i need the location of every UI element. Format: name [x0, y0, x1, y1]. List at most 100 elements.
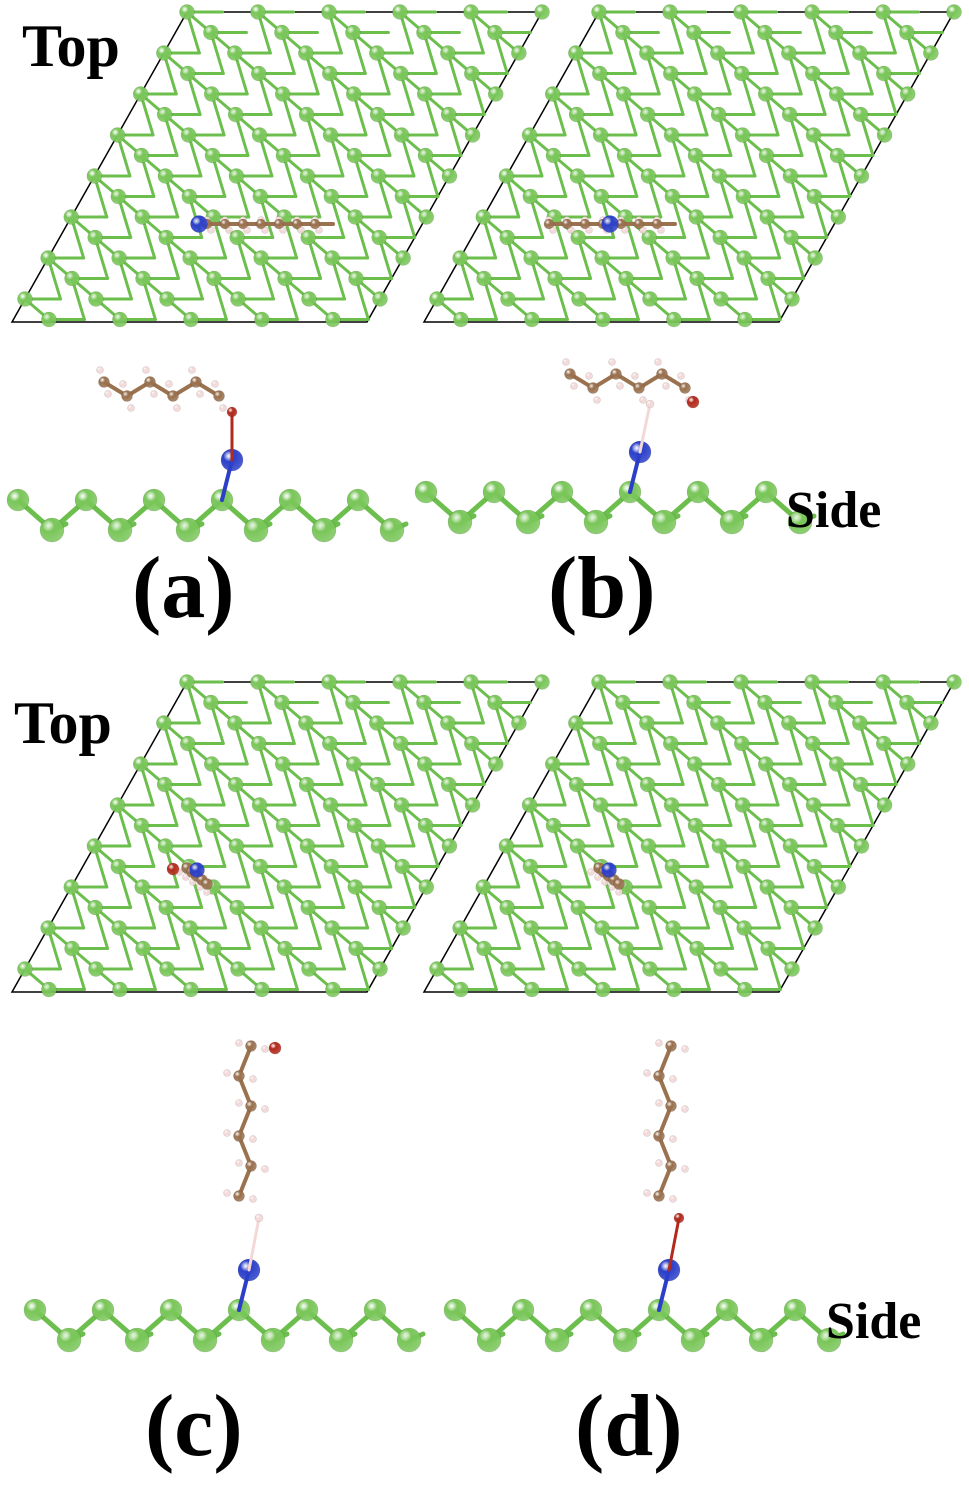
panel-d-side-view — [443, 1039, 846, 1353]
substrate-atom — [666, 981, 682, 998]
hydrogen-atom — [655, 1099, 663, 1107]
substrate-atom — [757, 694, 773, 711]
carbon-atom — [610, 368, 622, 380]
substrate-atom — [500, 291, 516, 307]
substrate-atom — [515, 509, 541, 535]
substrate-atom — [569, 838, 586, 854]
substrate-atom — [711, 838, 728, 854]
substrate-atom — [713, 291, 729, 307]
substrate-atom — [712, 229, 729, 246]
substrate-atom — [665, 250, 681, 266]
substrate-atom — [807, 250, 823, 266]
substrate-atom — [735, 188, 752, 205]
substrate-atom — [159, 1298, 183, 1322]
substrate-atom — [545, 147, 562, 164]
substrate-atom — [300, 899, 317, 916]
hydrogen-atom — [235, 1099, 243, 1107]
substrate-atom — [875, 674, 891, 690]
substrate-atom — [689, 270, 705, 287]
carbon-atom — [579, 218, 591, 230]
substrate-atom — [447, 509, 473, 535]
substrate-atom — [853, 168, 870, 184]
substrate-atom — [463, 735, 480, 752]
hydrogen-atom — [223, 1069, 231, 1077]
substrate-atom — [87, 899, 104, 916]
hydrogen-atom — [104, 390, 112, 398]
substrate-atom — [86, 838, 103, 854]
substrate-atom — [179, 674, 195, 690]
substrate-atom — [345, 694, 361, 711]
substrate-atom — [418, 879, 435, 895]
substrate-atom — [757, 756, 774, 772]
substrate-atom — [88, 961, 104, 977]
substrate-atom — [132, 86, 149, 102]
substrate-atom — [274, 86, 291, 102]
substrate-atom — [759, 879, 776, 895]
substrate-atom — [781, 715, 797, 731]
substrate-atom — [544, 86, 561, 102]
carbon-atom — [651, 218, 663, 230]
substrate-atom — [642, 291, 658, 307]
hydrogen-atom — [235, 1039, 243, 1047]
hydrogen-atom — [254, 1213, 264, 1223]
substrate-atom — [250, 4, 266, 20]
carbon-atom — [679, 382, 691, 394]
substrate-atom — [591, 65, 608, 82]
carbon-atom — [245, 1160, 257, 1172]
substrate-atom — [41, 311, 57, 328]
substrate-atom — [417, 147, 434, 164]
substrate-atom — [345, 756, 362, 772]
substrate-atom — [111, 920, 127, 936]
substrate-atom — [443, 1298, 467, 1322]
substrate-atom — [618, 940, 634, 957]
link-bond — [638, 402, 652, 454]
substrate-atom — [571, 291, 587, 307]
substrate-atom — [547, 270, 563, 287]
substrate-atom — [760, 940, 776, 957]
substrate-atom — [828, 86, 845, 102]
substrate-atom — [274, 694, 290, 711]
carbon-atom — [245, 1040, 257, 1052]
substrate-atom — [686, 480, 710, 504]
substrate-atom — [133, 817, 150, 834]
hydrogen-atom — [249, 1135, 257, 1143]
substrate-atom — [686, 86, 703, 102]
hydrogen-atom — [223, 1129, 231, 1137]
substrate-atom — [250, 735, 267, 752]
carbon-atom — [190, 376, 202, 388]
substrate-atom — [852, 715, 868, 731]
substrate-atom — [804, 65, 821, 82]
carbon-atom — [245, 1100, 257, 1112]
substrate-atom — [639, 715, 655, 731]
hydrogen-atom — [165, 380, 173, 388]
oxygen-atom — [166, 862, 180, 876]
substrate-atom — [639, 45, 655, 61]
substrate-atom — [594, 920, 610, 936]
substrate-atom — [923, 715, 939, 731]
link-bond — [667, 1216, 681, 1272]
substrate-atom — [735, 858, 752, 875]
hydrogen-atom — [587, 868, 595, 876]
substrate-atom — [591, 674, 607, 690]
substrate-atom — [782, 168, 799, 184]
substrate-atom — [550, 480, 574, 504]
substrate-atom — [642, 961, 658, 977]
hydrogen-atom — [681, 1105, 689, 1113]
panel-b-side-view — [414, 358, 817, 535]
substrate-atom — [923, 45, 939, 61]
carbon-atom — [201, 878, 213, 890]
panel-label-c: (c) — [145, 1378, 243, 1475]
substrate-atom — [710, 715, 726, 731]
hydrogen-atom — [249, 1195, 257, 1203]
substrate-atom — [757, 24, 773, 41]
substrate-atom — [711, 168, 728, 184]
substrate-atom — [782, 838, 799, 854]
substrate-atom — [641, 899, 658, 916]
substrate-atom — [251, 797, 268, 813]
substrate-atom — [615, 86, 632, 102]
substrate-atom — [440, 776, 457, 793]
hydrogen-atom — [655, 1039, 663, 1047]
substrate-atom — [347, 209, 364, 225]
substrate-atom — [179, 65, 196, 82]
substrate-atom — [546, 879, 563, 895]
